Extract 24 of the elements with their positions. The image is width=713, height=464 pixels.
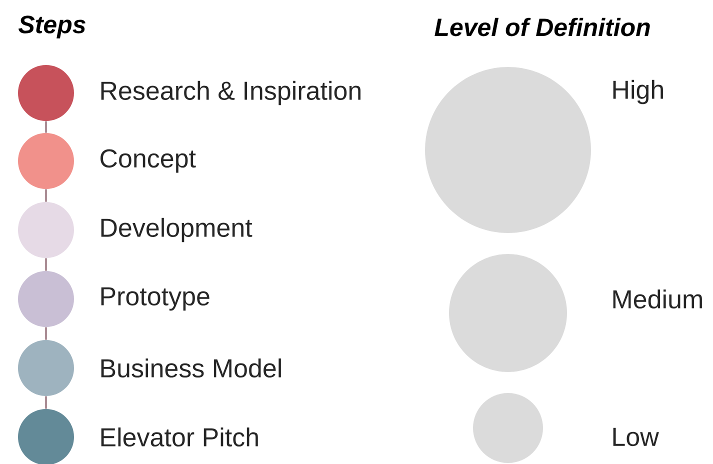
step-circle [18, 271, 74, 327]
step-circle [18, 202, 74, 258]
level-label: High [613, 80, 663, 104]
column-heading: Level of Definition [434, 18, 650, 36]
step-label: Development [101, 218, 252, 242]
step-label: Business Model [101, 358, 281, 378]
step-label: Research & Inspiration [101, 80, 360, 106]
step-circle [18, 133, 74, 189]
connector-line [45, 258, 47, 271]
level-circle [473, 393, 543, 463]
step-circle [18, 340, 74, 396]
connector-line [45, 189, 47, 202]
level-circle [425, 67, 591, 233]
level-circle [449, 254, 567, 372]
step-label: Concept [100, 149, 196, 173]
connector-line [45, 121, 47, 133]
column-heading: Steps [18, 16, 86, 38]
connector-line [45, 327, 47, 340]
step-label: Prototype [101, 287, 210, 311]
step-label: Elevator Pitch [101, 427, 258, 447]
level-label: Medium [613, 289, 702, 309]
connector-line [45, 396, 47, 409]
level-label: Low [613, 428, 659, 446]
step-circle [18, 65, 74, 121]
